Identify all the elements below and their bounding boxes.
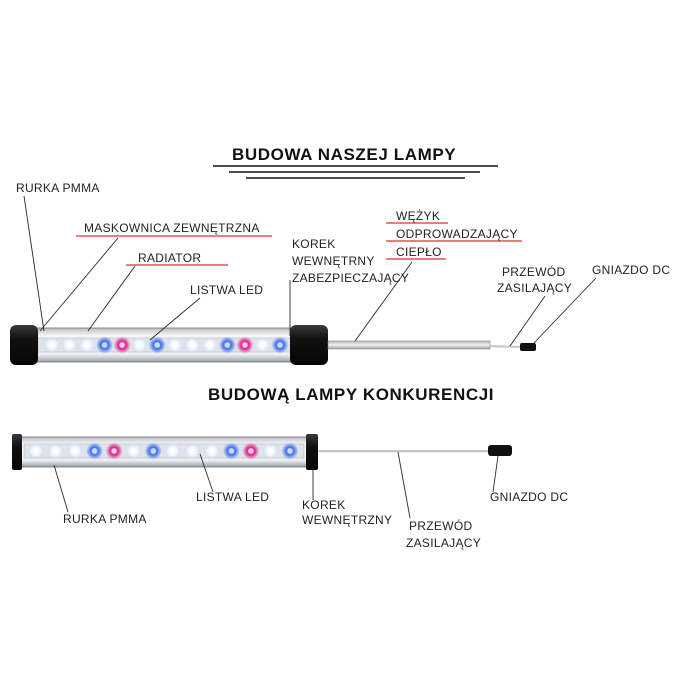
top-heat-pipe — [327, 340, 491, 350]
bottom-led-pink — [111, 448, 117, 454]
bottom-led-blue — [91, 448, 98, 454]
top-leader-gniazdo — [533, 277, 597, 344]
top-led-white — [66, 342, 73, 348]
bottom-label-rurka: RURKA PMMA — [63, 512, 147, 526]
top-lamp-right-cap — [290, 325, 328, 365]
bottom-label-gniazdo: GNIAZDO DC — [490, 490, 568, 504]
top-label-wezyk-1: WĘŻYK — [396, 209, 440, 223]
bottom-lamp — [12, 434, 512, 470]
bottom-led-white — [267, 448, 274, 454]
bottom-led-white — [209, 448, 215, 454]
bottom-led-blue — [150, 448, 156, 454]
top-led-blue — [101, 342, 108, 348]
top-led-white — [49, 342, 55, 348]
bottom-led-blue — [228, 448, 235, 454]
top-led-white — [172, 342, 178, 348]
top-lamp-left-cap — [10, 325, 38, 365]
bottom-leader-gniazdo — [492, 455, 499, 493]
top-label-korek-1: KOREK — [292, 237, 336, 251]
bottom-label-przewod-1: PRZEWÓD — [409, 518, 472, 533]
bottom-led-pink — [248, 448, 254, 454]
bottom-label-przewod-2: ZASILAJĄCY — [406, 536, 481, 550]
bottom-label-korek-1: KOREK — [302, 498, 346, 512]
top-label-radiator: RADIATOR — [138, 251, 201, 265]
bottom-led-blue — [287, 448, 293, 454]
top-leader-radiator — [87, 265, 136, 332]
top-title: BUDOWA NASZEJ LAMPY — [232, 145, 456, 164]
top-led-blue — [224, 342, 231, 348]
bottom-label-korek-2: WEWNĘTRZNY — [302, 513, 392, 527]
top-leader-listwa — [149, 297, 201, 341]
top-led-blue — [154, 342, 160, 348]
top-lamp — [10, 325, 536, 365]
top-led-white — [207, 342, 213, 348]
bottom-leader-przewod — [397, 451, 411, 519]
top-label-rurka: RURKA PMMA — [16, 181, 100, 195]
top-led-white — [136, 342, 143, 348]
top-label-maskownica: MASKOWNICA ZEWNĘTRZNA — [84, 221, 260, 235]
bottom-led-white — [52, 448, 59, 454]
top-label-wezyk-2: ODPROWADZAJĄCY — [396, 227, 518, 241]
top-led-pink — [119, 342, 125, 348]
bottom-led-white — [170, 448, 176, 454]
bottom-label-listwa: LISTWA LED — [196, 490, 269, 504]
top-label-wezyk-3: CIEPŁO — [396, 245, 442, 259]
bottom-title: BUDOWĄ LAMPY KONKURENCJI — [208, 385, 494, 404]
top-leader-wezyk — [354, 261, 413, 342]
top-label-gniazdo: GNIAZDO DC — [592, 263, 670, 277]
top-leader-rurka — [23, 195, 45, 332]
bottom-led-white — [130, 448, 137, 454]
top-label-listwa: LISTWA LED — [190, 283, 263, 297]
top-led-white — [189, 342, 196, 348]
top-led-pink — [242, 342, 248, 348]
bottom-leader-listwa — [199, 453, 214, 493]
top-label-korek-3: ZABEZPIECZAJĄCY — [292, 271, 409, 285]
top-label-przewod-2: ZASILAJĄCY — [497, 281, 572, 295]
top-led-blue — [277, 342, 283, 348]
top-led-white — [84, 342, 90, 348]
top-led-row — [43, 336, 289, 354]
bottom-dc-socket — [488, 445, 512, 456]
bottom-lamp-left-cap — [12, 434, 22, 470]
top-label-przewod-1: PRZEWÓD — [502, 264, 565, 279]
top-dc-socket — [520, 343, 536, 351]
bottom-leader-rurka — [53, 464, 69, 513]
top-leader-maskownica — [39, 237, 119, 332]
bottom-led-white — [72, 448, 78, 454]
top-leader-przewod — [509, 295, 546, 347]
bottom-led-row — [27, 442, 299, 460]
bottom-led-white — [189, 448, 196, 454]
top-label-korek-2: WEWNĘTRNY — [292, 254, 375, 268]
bottom-led-white — [33, 448, 39, 454]
bottom-lamp-right-cap — [306, 434, 318, 470]
top-led-white — [259, 342, 266, 348]
